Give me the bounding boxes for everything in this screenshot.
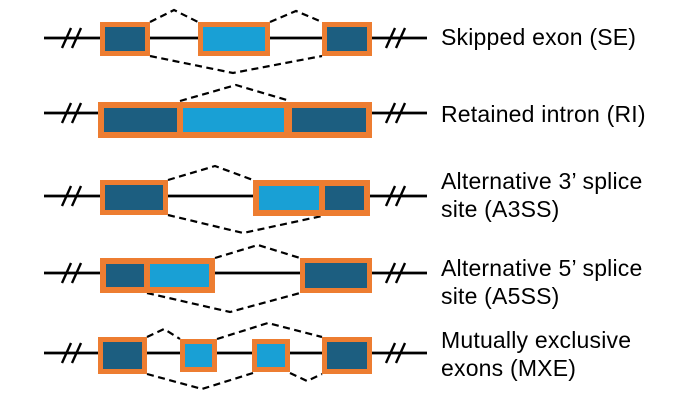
mxe-splice-path-lower-right	[289, 372, 323, 383]
se-track	[44, 8, 427, 75]
break-mark-left	[60, 102, 83, 124]
label-line: Retained intron (RI)	[441, 101, 646, 127]
mutually-exclusive-exon-2	[252, 339, 290, 372]
constitutive-exon-segment	[292, 108, 366, 132]
alternative-exon	[198, 22, 270, 56]
intron-splice-path-upper	[179, 83, 291, 103]
break-mark-left	[60, 262, 83, 284]
skipping-splice-path-lower	[149, 54, 323, 75]
label-line: site (A3SS)	[441, 196, 560, 222]
constitutive-exon-segment	[106, 264, 144, 287]
constitutive-exon	[322, 337, 372, 374]
label-line: Alternative 3’ splice	[441, 168, 643, 194]
mutually-exclusive-exon-1	[180, 339, 217, 372]
constitutive-exon	[300, 258, 372, 293]
constitutive-exon	[98, 337, 147, 374]
alternative-5ss-extension-segment	[150, 264, 209, 287]
proximal-5ss-splice-path-lower	[146, 291, 301, 314]
a5ss-track	[44, 243, 427, 314]
mxe-splice-path-upper-left	[146, 327, 181, 340]
break-mark-left	[60, 185, 83, 207]
ri-track	[44, 83, 427, 138]
label-retained-intron: Retained intron (RI)	[441, 100, 681, 128]
label-alternative-3-splice-site: Alternative 3’ splice site (A3SS)	[441, 167, 681, 223]
break-mark-right	[384, 342, 407, 364]
constitutive-exon-segment	[104, 108, 177, 132]
break-mark-right	[384, 102, 407, 124]
mxe-splice-path-upper-right	[216, 321, 323, 341]
break-mark-left	[60, 27, 83, 49]
label-alternative-5-splice-site: Alternative 5’ splice site (A5SS)	[441, 254, 681, 310]
mxe-splice-path-lower-left	[146, 371, 254, 391]
inclusion-splice-path-upper-left	[149, 8, 199, 23]
constitutive-exon-segment	[325, 186, 364, 210]
mxe-track	[44, 321, 427, 391]
distal-3ss-splice-path-upper	[167, 164, 254, 182]
break-mark-left	[60, 342, 83, 364]
label-line: exons (MXE)	[441, 355, 577, 381]
constitutive-exon	[100, 180, 168, 215]
label-line: Alternative 5’ splice	[441, 255, 643, 281]
alternative-3ss-extension-segment	[259, 186, 319, 210]
constitutive-exon	[100, 22, 150, 56]
label-mutually-exclusive-exons: Mutually exclusive exons (MXE)	[441, 326, 681, 382]
retained-intron-segment	[183, 108, 284, 132]
inclusion-splice-path-upper-right	[269, 9, 323, 24]
break-mark-right	[384, 185, 407, 207]
break-mark-right	[384, 27, 407, 49]
distal-5ss-splice-path-upper	[214, 243, 301, 260]
proximal-3ss-splice-path-lower	[167, 213, 323, 235]
label-line: Skipped exon (SE)	[441, 24, 637, 50]
a3ss-track	[44, 164, 427, 235]
label-line: site (A5SS)	[441, 283, 560, 309]
label-line: Mutually exclusive	[441, 327, 632, 353]
constitutive-exon	[322, 22, 372, 56]
break-mark-right	[384, 262, 407, 284]
label-skipped-exon: Skipped exon (SE)	[441, 23, 681, 51]
